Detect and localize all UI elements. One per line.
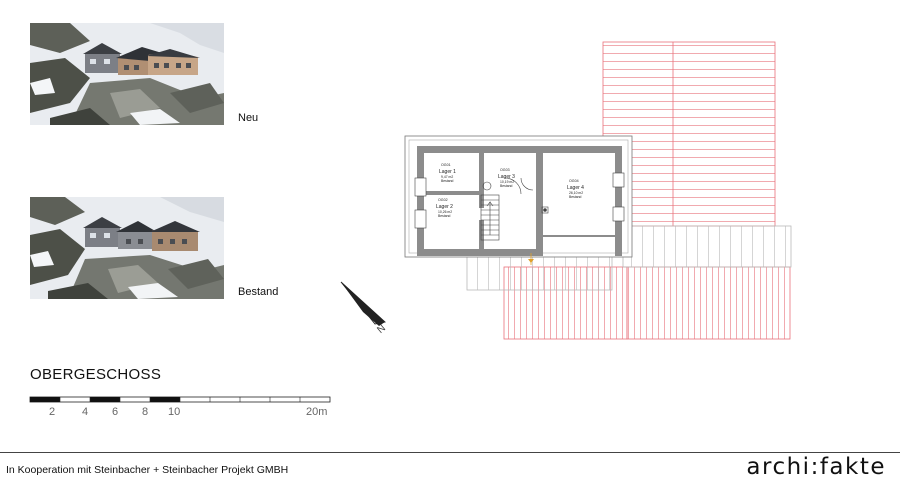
floor-title: OBERGESCHOSS bbox=[30, 366, 162, 383]
scale-tick-label: 4 bbox=[82, 406, 88, 418]
stair bbox=[480, 181, 549, 241]
room-area: 10,19 m2 bbox=[500, 180, 514, 184]
photo-bestand bbox=[30, 197, 224, 299]
room-status: Bestand bbox=[438, 214, 451, 218]
scale-tick-label: 6 bbox=[112, 406, 118, 418]
room-status: Bestand bbox=[569, 195, 582, 199]
room-status: Bestand bbox=[500, 184, 513, 188]
walls bbox=[417, 146, 622, 256]
roof-existing bbox=[466, 225, 792, 291]
floor-plan: OG01 Lager 1 9,47 m2 Bestand OG02 Lager … bbox=[340, 41, 792, 340]
level-marker bbox=[528, 253, 534, 265]
footer-divider bbox=[0, 452, 900, 453]
room-area: 26,10 m2 bbox=[569, 191, 583, 195]
room-id: OG01 bbox=[441, 163, 451, 167]
room-name: Lager 2 bbox=[436, 204, 453, 210]
room-name: Lager 4 bbox=[567, 185, 584, 191]
room-area: 10,26 m2 bbox=[438, 210, 452, 214]
room-name: Lager 3 bbox=[498, 174, 515, 180]
room-area: 9,47 m2 bbox=[441, 175, 453, 179]
room-label-og02: OG02 Lager 2 10,26 m2 Bestand bbox=[436, 198, 453, 218]
scale-tick-label: 2 bbox=[49, 406, 55, 418]
scale-end-label: 20m bbox=[306, 406, 327, 418]
photo-caption-neu: Neu bbox=[238, 112, 259, 124]
room-id: OG03 bbox=[500, 168, 510, 172]
room-label-og03: OG03 Lager 3 10,19 m2 Bestand bbox=[498, 168, 515, 188]
footer-credit: In Kooperation mit Steinbacher + Steinba… bbox=[6, 464, 289, 476]
room-label-og01: OG01 Lager 1 9,47 m2 Bestand bbox=[439, 163, 456, 183]
photo-neu bbox=[30, 23, 224, 125]
brand-logo: archi:fakte bbox=[746, 454, 886, 480]
scale-tick-label: 8 bbox=[142, 406, 148, 418]
room-name: Lager 1 bbox=[439, 169, 456, 175]
north-arrow-icon: N bbox=[340, 281, 388, 336]
building-outline bbox=[404, 135, 633, 258]
scale-bar: 2 4 6 8 10 20m bbox=[29, 396, 331, 418]
north-label: N bbox=[375, 323, 388, 336]
room-id: OG02 bbox=[438, 198, 448, 202]
room-status: Bestand bbox=[441, 179, 454, 183]
scale-tick-label: 10 bbox=[168, 406, 180, 418]
room-id: OG04 bbox=[569, 179, 579, 183]
photo-caption-bestand: Bestand bbox=[238, 286, 279, 298]
room-label-og04: OG04 Lager 4 26,10 m2 Bestand bbox=[567, 179, 584, 199]
